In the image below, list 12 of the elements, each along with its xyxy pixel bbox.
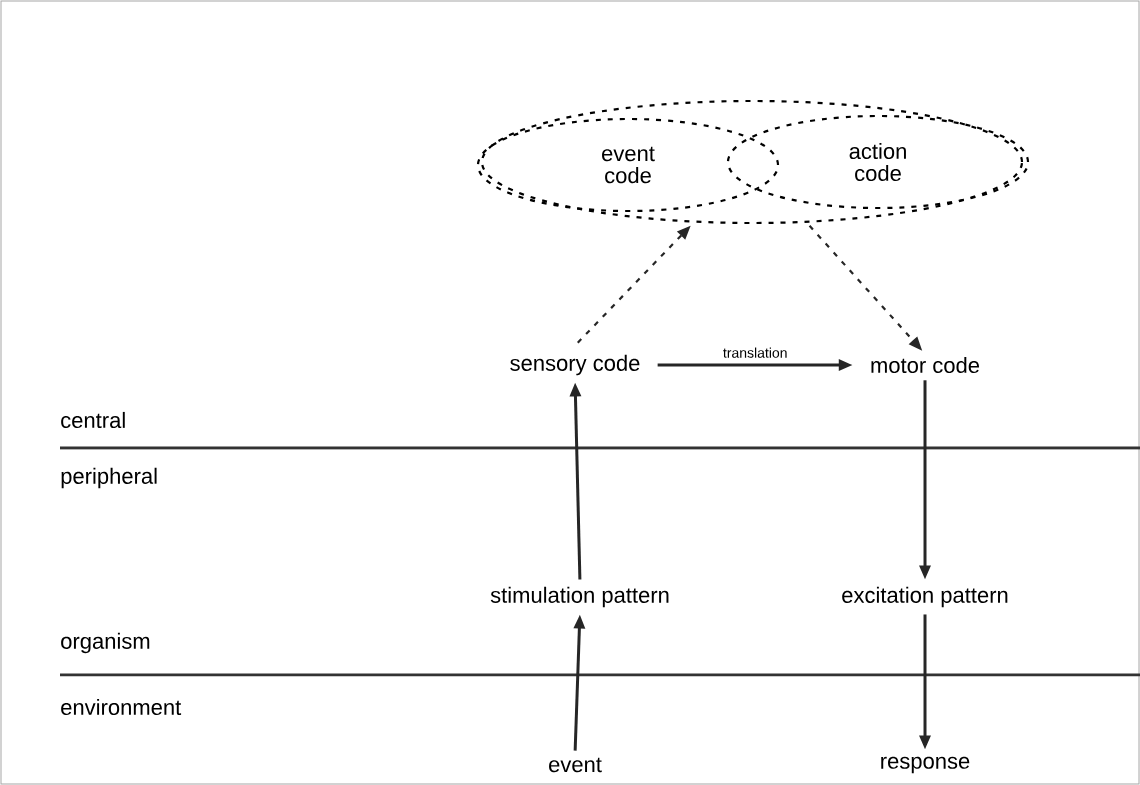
layer-label: organism bbox=[61, 632, 150, 654]
text-label: sensory code bbox=[510, 354, 640, 376]
text-label: excitation pattern bbox=[842, 586, 1008, 608]
layer-label: environment bbox=[61, 698, 182, 716]
text-label: stimulation pattern bbox=[490, 586, 669, 608]
text-label: motor code bbox=[871, 356, 980, 374]
text-label: response bbox=[881, 756, 970, 774]
text-label: event bbox=[549, 757, 602, 773]
layer-label: central bbox=[61, 411, 125, 429]
dashed-ellipse bbox=[480, 99, 1024, 225]
layer-label: peripheral bbox=[61, 467, 157, 489]
edge-label: translation bbox=[721, 346, 789, 359]
